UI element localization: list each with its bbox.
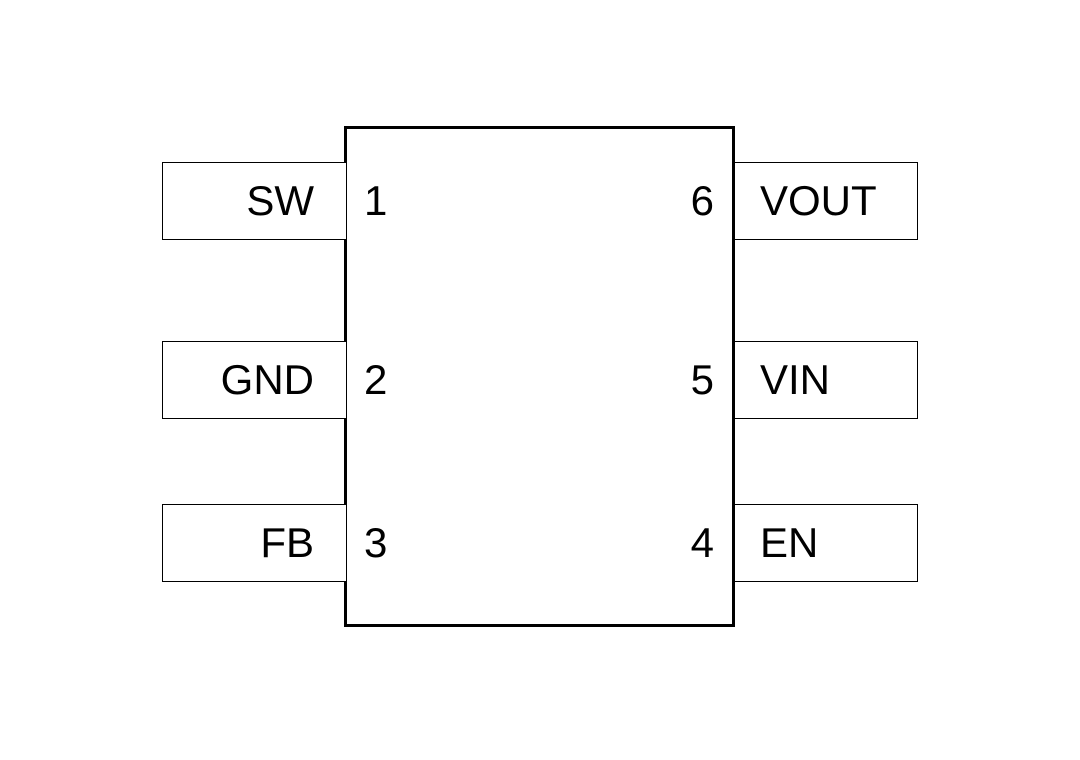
pin-number-4: 4: [690, 519, 714, 566]
pin-box-fb: FB: [162, 504, 347, 582]
pin-label-en: EN: [760, 519, 819, 566]
pin-label-vin: VIN: [760, 356, 831, 403]
pin-number-1: 1: [364, 177, 388, 224]
ic-body: [344, 126, 735, 627]
pin-number-3: 3: [364, 519, 388, 566]
pin-number-6: 6: [690, 177, 714, 224]
pin-box-sw: SW: [162, 162, 347, 240]
pin-number-5: 5: [690, 356, 714, 403]
pin-box-vin: VIN: [734, 341, 918, 419]
pin-label-vout: VOUT: [760, 177, 877, 224]
pin-box-gnd: GND: [162, 341, 347, 419]
pin-number-2: 2: [364, 356, 388, 403]
pin-label-fb: FB: [260, 519, 314, 566]
pin-label-sw: SW: [246, 177, 314, 224]
pin-box-vout: VOUT: [734, 162, 918, 240]
pin-label-gnd: GND: [220, 356, 314, 403]
pin-box-en: EN: [734, 504, 918, 582]
